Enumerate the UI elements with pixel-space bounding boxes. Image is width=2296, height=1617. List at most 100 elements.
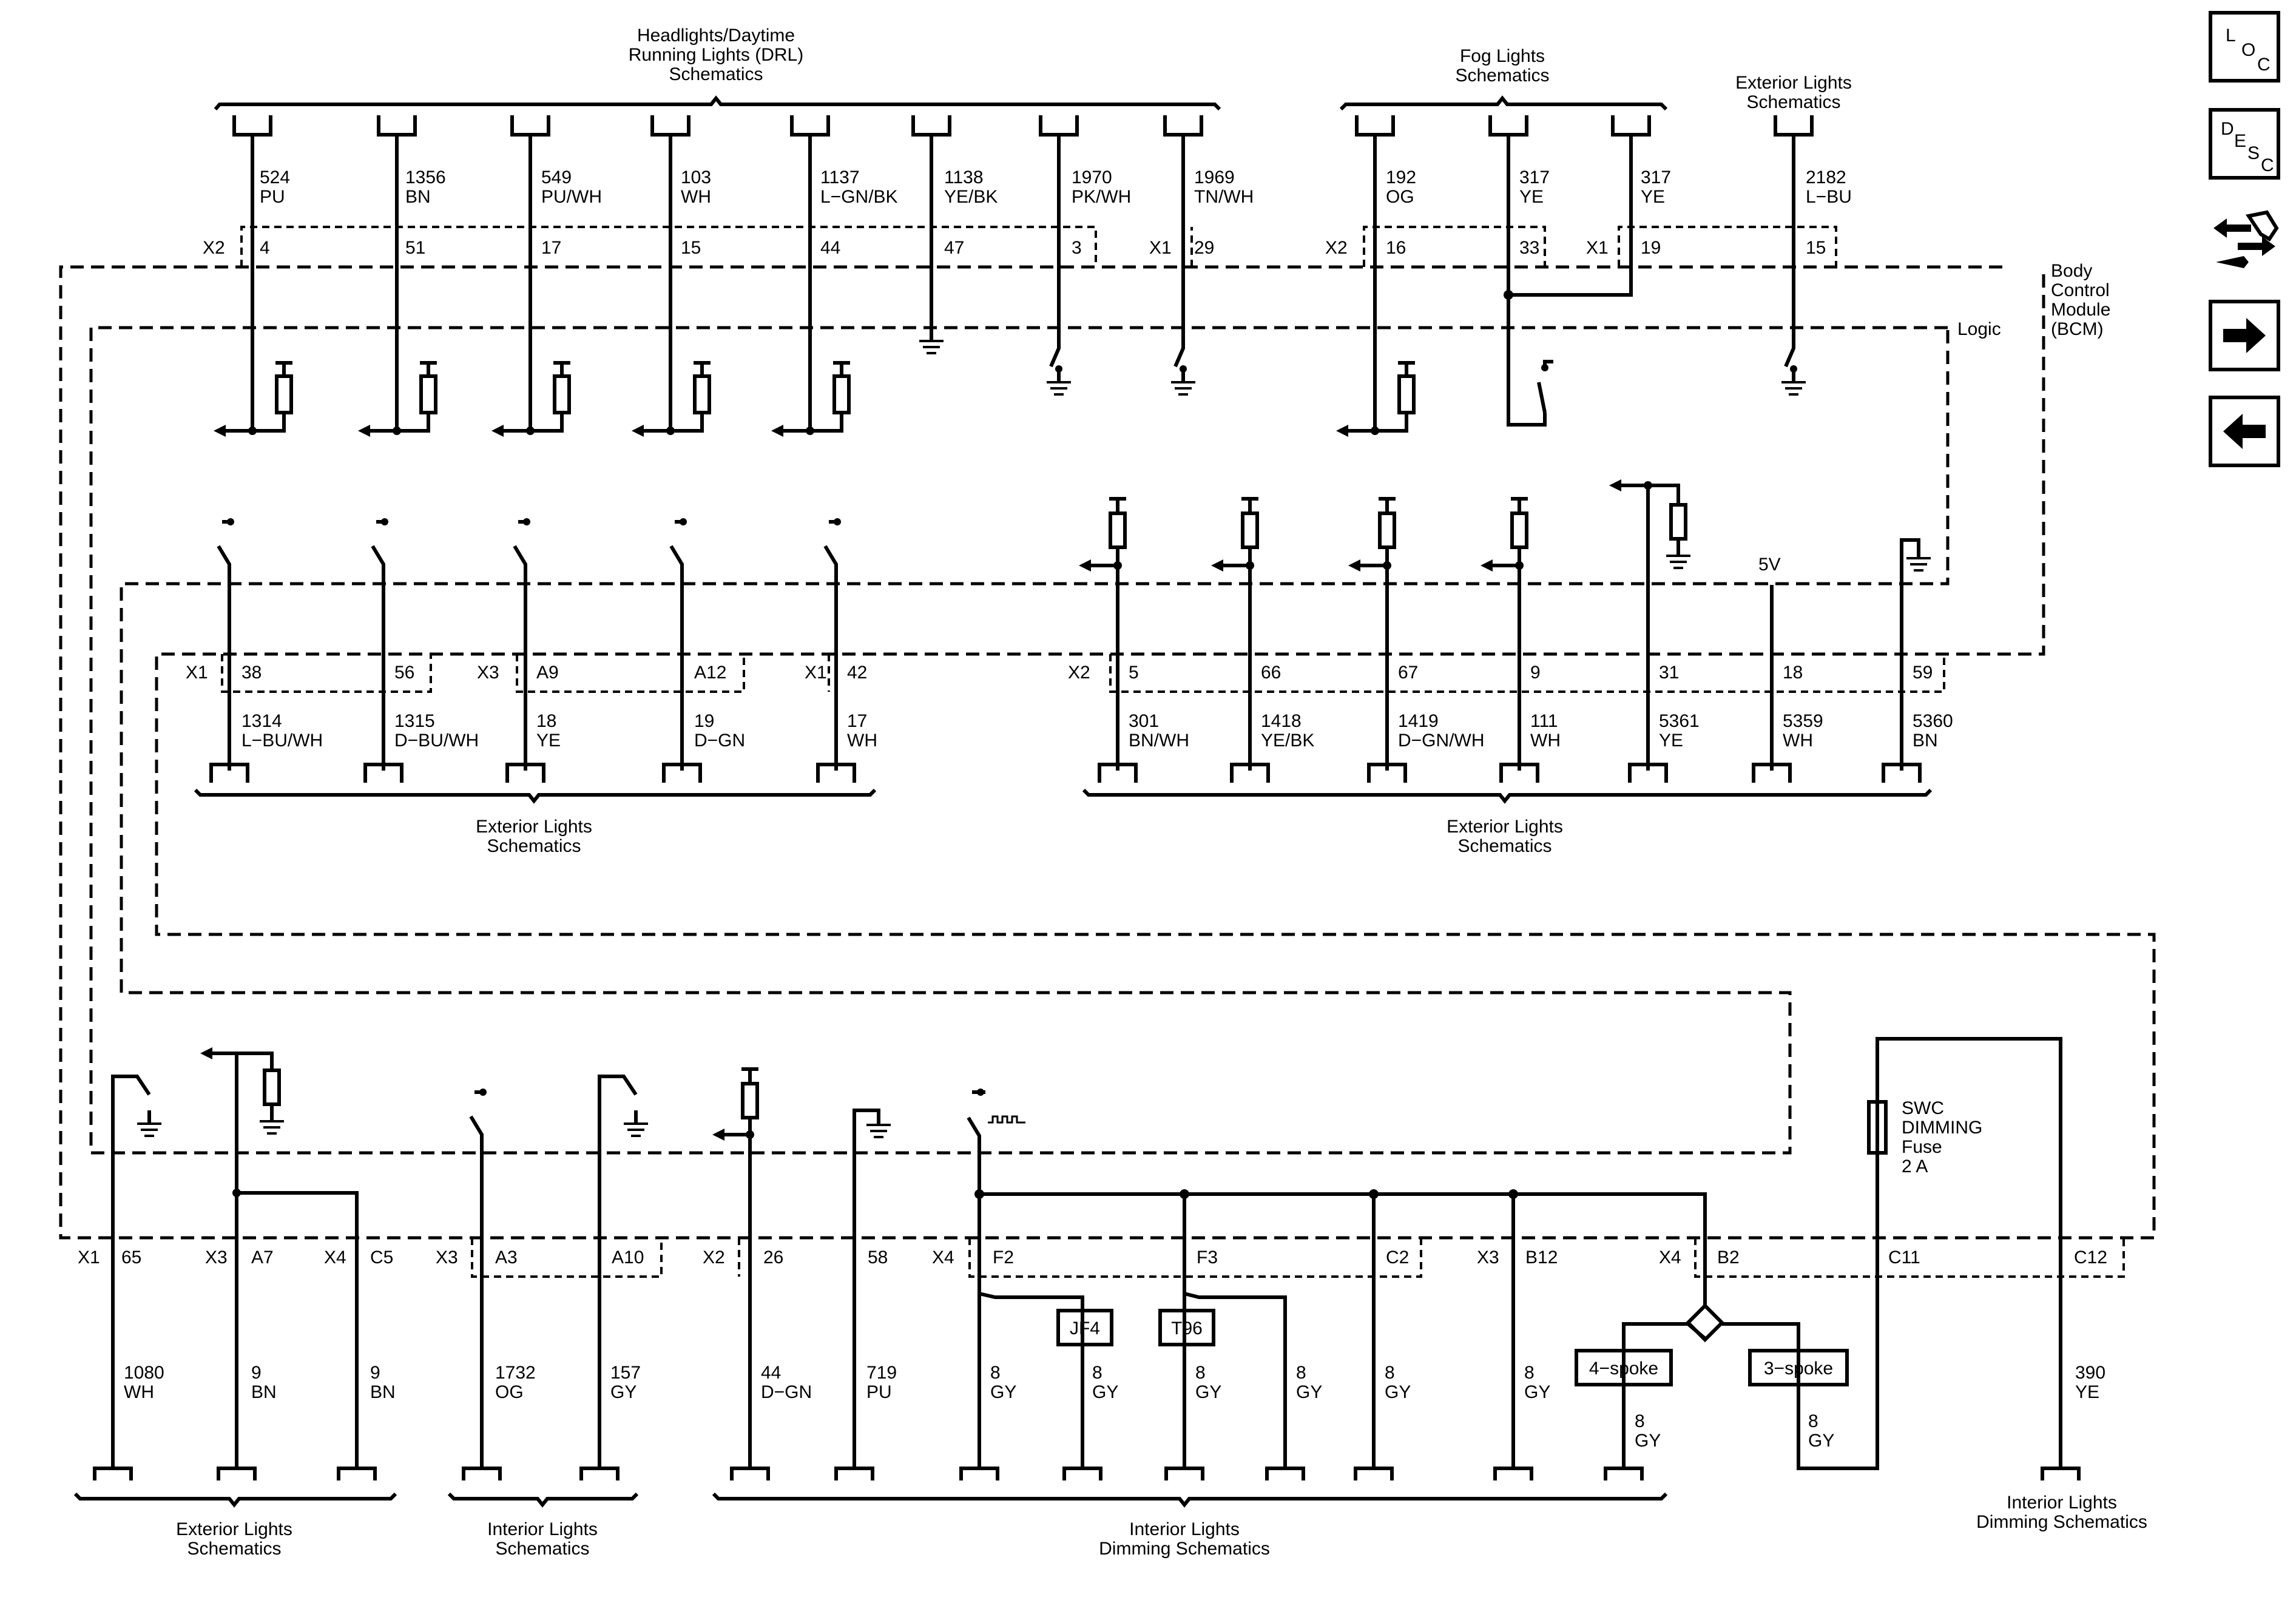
svg-text:X4: X4 — [932, 1247, 954, 1268]
svg-text:A10: A10 — [612, 1247, 644, 1268]
svg-text:PK/WH: PK/WH — [1072, 187, 1131, 207]
loc-letter-o: O — [2241, 40, 2256, 60]
svg-text:YE/BK: YE/BK — [944, 187, 998, 207]
desc-letter-c: C — [2261, 155, 2274, 175]
splice-jf4-label: JF4 — [1070, 1318, 1100, 1338]
svg-text:C2: C2 — [1386, 1247, 1409, 1268]
svg-text:66: 66 — [1261, 663, 1281, 683]
mid-connector-x3-box — [516, 654, 745, 693]
five-volt-label: 5V — [1758, 555, 1781, 575]
svg-text:YE: YE — [2075, 1382, 2099, 1402]
svg-text:301: 301 — [1129, 711, 1159, 731]
svg-text:38: 38 — [241, 663, 262, 683]
headlights-label-line-2: Running Lights (DRL) — [629, 45, 803, 65]
interior-bottom-line-2: Schematics — [495, 1539, 589, 1559]
svg-text:GY: GY — [1092, 1382, 1118, 1402]
interior-dimming-right-line-1: Interior Lights — [2007, 1493, 2117, 1513]
interior-dimming-right-line-2: Dimming Schematics — [1976, 1512, 2147, 1532]
svg-text:D−BU/WH: D−BU/WH — [394, 731, 479, 751]
location-view-button[interactable]: L O C — [2209, 11, 2280, 83]
bcm-name-line-2: Control — [2051, 280, 2110, 300]
svg-text:2182: 2182 — [1806, 167, 1846, 187]
mid-right-brace — [1082, 788, 1933, 804]
svg-text:F2: F2 — [993, 1247, 1014, 1268]
svg-text:OG: OG — [495, 1382, 524, 1402]
svg-text:9: 9 — [251, 1363, 262, 1383]
top-resistors — [275, 361, 1416, 414]
svg-text:16: 16 — [1386, 238, 1406, 258]
svg-text:YE/BK: YE/BK — [1261, 731, 1314, 751]
repair-procedures-button[interactable] — [2209, 204, 2280, 275]
splice-t96 — [1158, 1309, 1215, 1346]
svg-text:42: 42 — [847, 663, 867, 683]
bottom-dots — [200, 1047, 1518, 1199]
fuse-label-line-2: DIMMING — [1902, 1118, 1982, 1138]
desc-letter-d: D — [2221, 119, 2234, 139]
svg-text:D−GN/WH: D−GN/WH — [1398, 731, 1485, 751]
svg-text:WH: WH — [124, 1382, 154, 1402]
svg-text:D−GN: D−GN — [761, 1382, 812, 1402]
svg-text:33: 33 — [1519, 238, 1539, 258]
svg-text:X4: X4 — [1659, 1247, 1681, 1268]
svg-text:L−GN/BK: L−GN/BK — [820, 187, 898, 207]
exterior-mid-left-line-2: Schematics — [487, 836, 581, 856]
bottom-grounds — [137, 1120, 891, 1138]
desc-letter-s: S — [2247, 143, 2260, 163]
svg-text:5360: 5360 — [1913, 711, 1953, 731]
svg-text:BN/WH: BN/WH — [1129, 731, 1189, 751]
mid-grounds — [1666, 555, 1931, 572]
svg-text:390: 390 — [2075, 1363, 2105, 1383]
svg-text:157: 157 — [610, 1363, 641, 1383]
mid-right-arrows — [1079, 479, 1652, 572]
mid-connector-x1-box — [221, 654, 432, 693]
svg-text:29: 29 — [1194, 238, 1214, 258]
svg-text:BN: BN — [370, 1382, 396, 1402]
svg-text:1419: 1419 — [1398, 711, 1439, 731]
option-diamond — [1685, 1303, 1725, 1343]
svg-text:1080: 1080 — [124, 1363, 164, 1383]
svg-text:YE: YE — [1641, 187, 1665, 207]
svg-text:X1: X1 — [1586, 238, 1609, 258]
exterior-bottom-line-2: Schematics — [187, 1539, 281, 1559]
description-view-button[interactable]: D E S C — [2209, 108, 2280, 180]
svg-text:8: 8 — [990, 1363, 1001, 1383]
svg-text:1732: 1732 — [495, 1363, 536, 1383]
svg-text:GY: GY — [1808, 1431, 1834, 1451]
bottom-connector-cups — [93, 1467, 2081, 1480]
splice-jf4 — [1056, 1309, 1113, 1346]
top-connector-cups — [232, 115, 1814, 137]
fog-label-line-2: Schematics — [1455, 66, 1549, 86]
svg-text:67: 67 — [1398, 663, 1418, 683]
svg-text:C12: C12 — [2074, 1247, 2107, 1268]
svg-text:A9: A9 — [536, 663, 559, 683]
svg-text:B2: B2 — [1717, 1247, 1740, 1268]
arrow-left-icon — [2223, 414, 2266, 449]
next-page-button[interactable] — [2209, 300, 2280, 371]
svg-text:17: 17 — [847, 711, 867, 731]
bcm-name-line-4: (BCM) — [2051, 319, 2104, 339]
svg-text:A12: A12 — [694, 663, 726, 683]
previous-page-button[interactable] — [2209, 396, 2280, 467]
svg-text:X1: X1 — [78, 1247, 100, 1268]
svg-text:WH: WH — [1530, 731, 1561, 751]
svg-text:X2: X2 — [703, 1247, 725, 1268]
svg-text:58: 58 — [868, 1247, 888, 1268]
svg-text:X2: X2 — [203, 238, 225, 258]
svg-text:L−BU: L−BU — [1806, 187, 1852, 207]
svg-text:19: 19 — [1641, 238, 1661, 258]
svg-text:PU/WH: PU/WH — [541, 187, 602, 207]
mid-connector-pins: X1 38 56 X3 A9 A12 X1 42 X2 5 66 67 9 31… — [186, 663, 1933, 683]
top-grounds — [919, 340, 1806, 396]
headlights-label-line-1: Headlights/Daytime — [637, 25, 795, 46]
exterior-top-label-line-1: Exterior Lights — [1735, 73, 1852, 93]
option-4-spoke-box — [1575, 1349, 1673, 1386]
svg-text:1315: 1315 — [394, 711, 435, 731]
option-3-spoke-box — [1748, 1349, 1849, 1386]
svg-text:8: 8 — [1635, 1411, 1645, 1431]
svg-text:WH: WH — [847, 731, 877, 751]
mid-switch-contacts — [227, 518, 841, 525]
svg-text:GY: GY — [1635, 1431, 1661, 1451]
svg-text:9: 9 — [370, 1363, 380, 1383]
